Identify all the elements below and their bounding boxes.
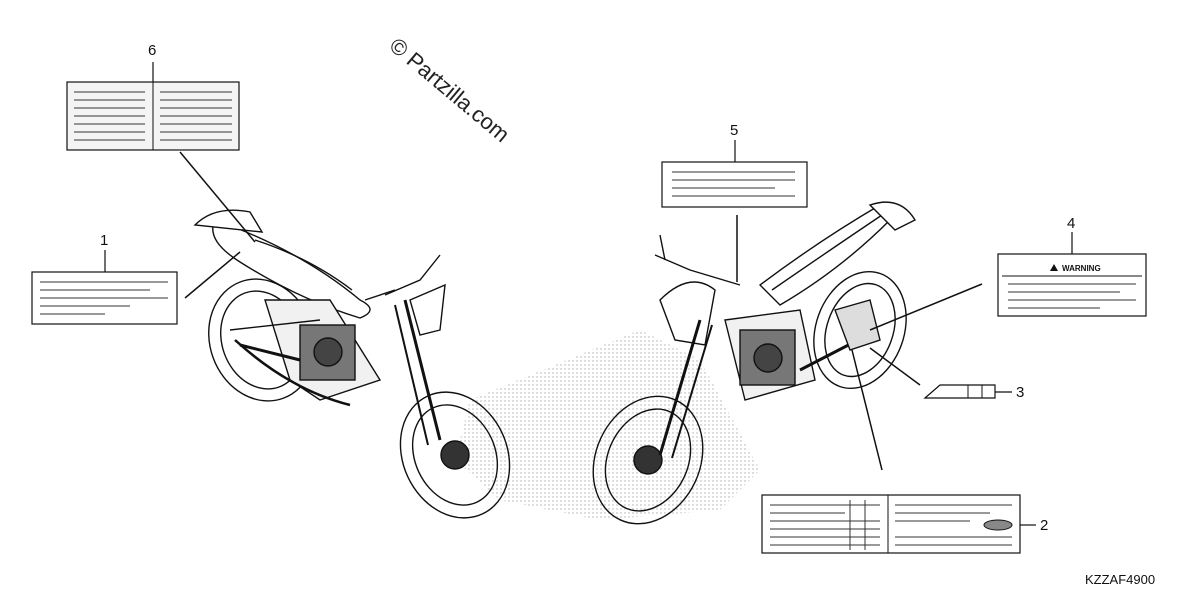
motorcycle-right [592, 201, 916, 525]
leader-3 [869, 347, 921, 386]
callout-5: 5 [730, 122, 738, 139]
callout-1: 1 [100, 232, 108, 249]
leader-6 [179, 151, 256, 243]
label-3: 3 [869, 347, 1024, 401]
leader-2 [851, 349, 883, 471]
leader-1 [184, 251, 241, 299]
callout-6: 6 [148, 42, 156, 59]
leader-4 [869, 283, 983, 331]
warning-triangle-icon [1050, 264, 1058, 271]
motorcycle-left [193, 209, 511, 519]
label-5: 5 [661, 122, 808, 282]
label-6: 6 [66, 42, 256, 243]
callout-4: 4 [1067, 215, 1075, 232]
label-2: 2 [761, 349, 1048, 554]
watermark: © Partzilla.com [385, 33, 515, 147]
label-4: WARNING 4 [869, 215, 1147, 331]
warning-label-text: WARNING [1062, 264, 1101, 273]
label-1: 1 [31, 232, 241, 325]
callout-2: 2 [1040, 517, 1048, 534]
diagram-code: KZZAF4900 [1085, 572, 1155, 587]
callout-3: 3 [1016, 384, 1024, 401]
